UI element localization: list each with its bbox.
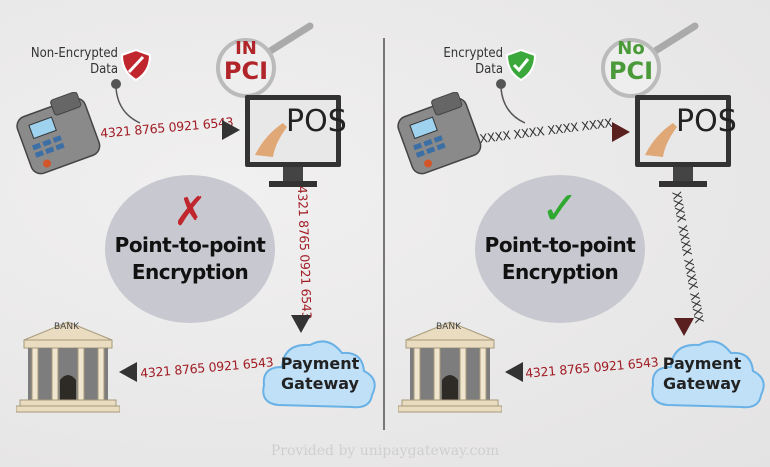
check-mark-icon: ✓ [540,181,580,235]
bank-label: BANK [436,322,461,332]
gateway-label: Payment Gateway [262,354,378,394]
p2p-label: Point-to-point Encryption [475,232,645,286]
connector-cable [496,79,526,124]
footer-credit: Provided by unipaygateway.com [270,443,500,459]
pos-monitor-icon [635,95,731,187]
pci-badge-text: IN PCI [222,38,270,85]
card-number-gateway-to-bank: 4321 8765 0921 6543 [139,354,274,381]
p2p-line2: Encryption [501,260,619,284]
data-label-line2: Data [90,62,118,77]
arrow-left-icon [119,362,137,382]
p2p-line1: Point-to-point [114,233,266,257]
data-label-line2: Data [475,62,503,77]
cloud-icon [262,340,376,409]
pci-badge-line1: No [617,38,645,59]
data-label: Non-Encrypted Data [10,46,118,78]
arrow-right-icon [612,122,630,142]
arrow-down-icon [674,318,694,336]
pci-badge-line2: PCI [223,57,269,85]
shield-slash-icon [120,48,152,82]
cloud-icon [651,340,765,409]
arrow-right-icon [222,120,240,140]
p2p-line1: Point-to-point [484,233,636,257]
pci-badge-line1: IN [235,38,257,59]
arrow-left-icon [505,362,523,382]
card-terminal-icon [16,92,101,175]
non-encrypted-panel: Non-Encrypted Data IN PCI 4321 8765 0921… [10,22,378,413]
pos-label: POS [676,104,737,139]
bank-building-icon [398,321,502,413]
p2p-circle [475,175,645,323]
pci-badge-text: No PCI [607,38,655,85]
card-number-pos-to-gateway: 4321 8765 0921 6543 [294,185,315,320]
gateway-line1: Payment [280,354,360,373]
encrypted-panel: Encrypted Data No PCI XXXX XXXX XXXX XXX… [385,0,770,467]
divider [383,38,385,430]
pos-monitor-icon [245,95,341,187]
encrypted-number-pos-to-gateway: XXXX XXXX XXXX XXXX [669,190,707,324]
gateway-label: Payment Gateway [647,354,757,394]
card-number-gateway-to-bank: 4321 8765 0921 6543 [524,354,659,381]
pos-label: POS [286,104,347,139]
magnifier-pci-badge [601,22,699,98]
p2p-circle [105,175,275,323]
x-mark-icon: ✗ [173,189,207,235]
connector-cable [111,79,141,124]
data-label-line1: Non-Encrypted [30,46,118,61]
magnifier-pci-badge [216,22,314,98]
gateway-line2: Gateway [663,374,741,393]
p2p-line2: Encryption [131,260,249,284]
bank-building-icon [16,321,120,413]
gateway-line1: Payment [662,354,742,373]
data-label-line1: Encrypted [443,46,503,61]
gateway-line2: Gateway [281,374,359,393]
shield-check-icon [505,48,537,82]
card-terminal-icon [397,92,482,175]
p2p-label: Point-to-point Encryption [105,232,275,286]
pci-badge-line2: PCI [608,57,654,85]
bank-label: BANK [54,322,79,332]
data-label: Encrypted Data [395,46,503,78]
arrow-down-icon [291,315,311,333]
